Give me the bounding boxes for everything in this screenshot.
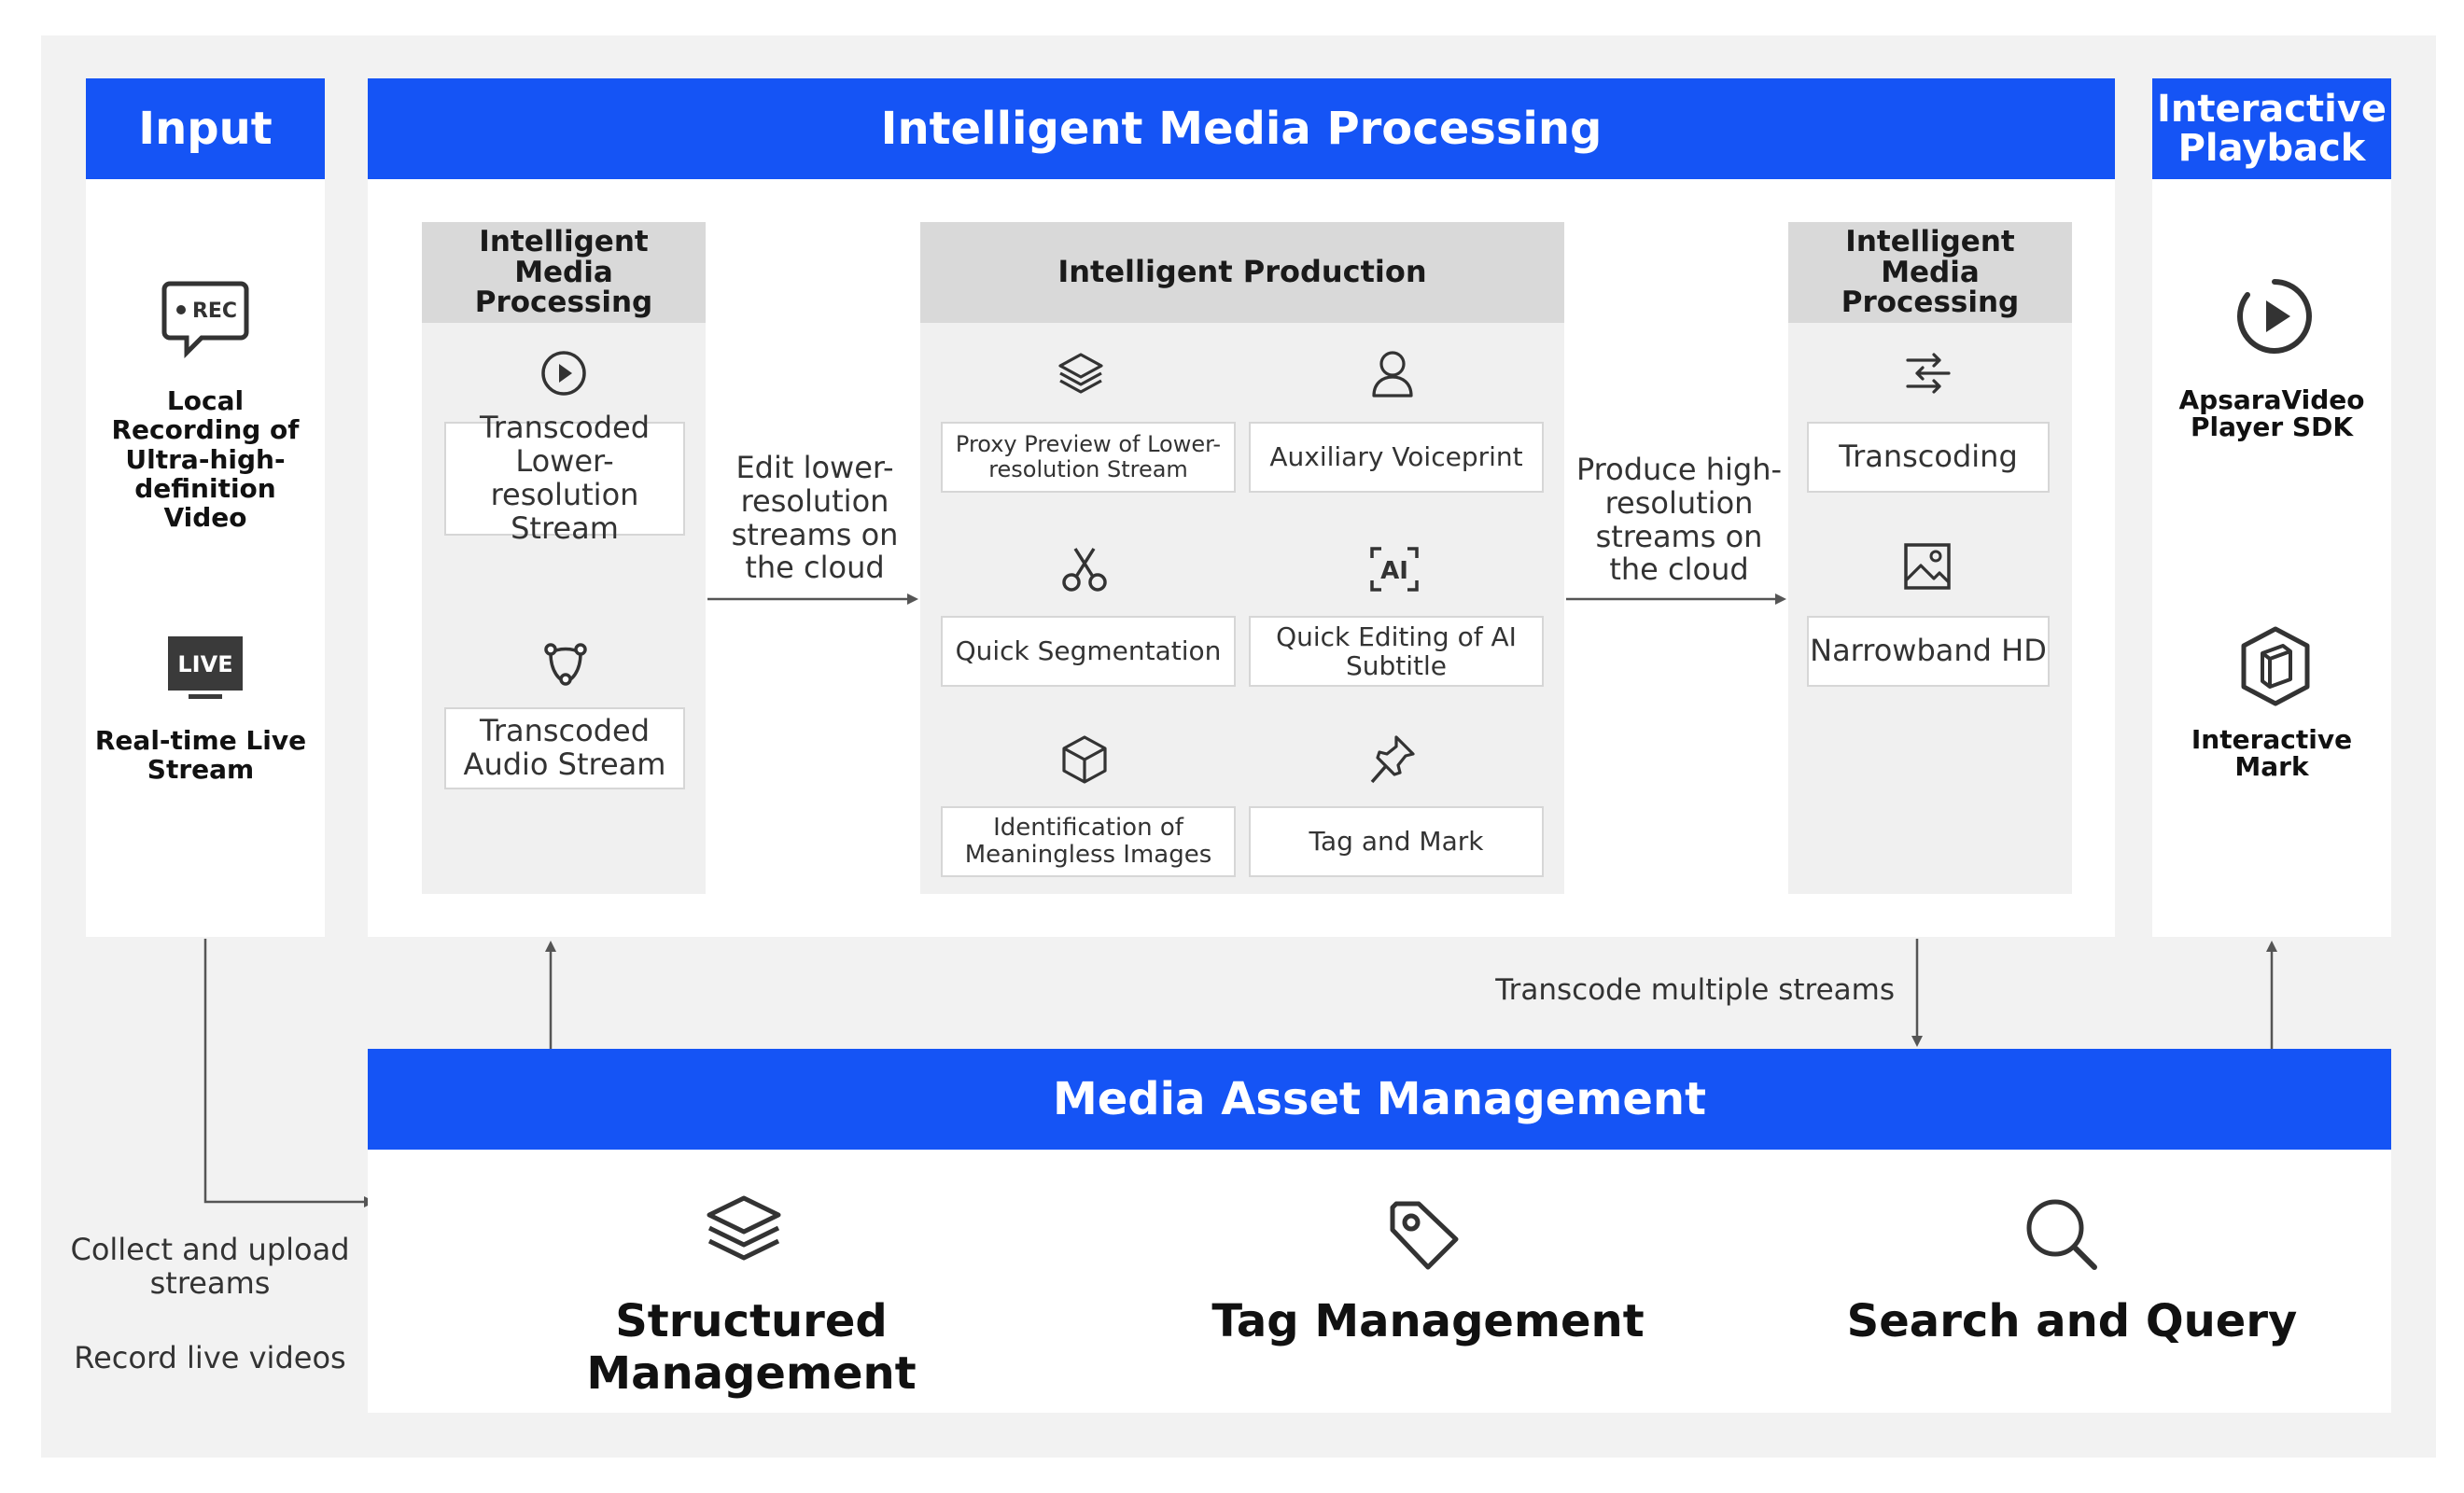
asset-item-search-and-query: Search and Query (1846, 1295, 2298, 1347)
input-panel (86, 179, 325, 937)
right-item-transcoding: Transcoding (1807, 422, 2050, 493)
processing-header: Intelligent Media Processing (368, 78, 2115, 179)
transcode-multiple-streams-label: Transcode multiple streams (1495, 973, 1895, 1007)
input-item-recording: Local Recording of Ultra-high-definition… (111, 385, 300, 534)
transcoding-icon (1902, 349, 1954, 398)
production-item-proxy-preview: Proxy Preview of Lower-resolution Stream (941, 422, 1236, 493)
left-item-transcoded-audio: Transcoded Audio Stream (444, 707, 685, 789)
production-item-ai-subtitle: Quick Editing of AI Subtitle (1249, 616, 1544, 687)
playback-item-player-sdk: ApsaraVideo Player SDK (2178, 384, 2365, 443)
audio-icon (541, 638, 590, 687)
processing-left-column (422, 222, 706, 894)
rec-icon: REC (159, 276, 252, 360)
user-icon (1368, 347, 1417, 399)
processing-right-column-title: Intelligent Media Processing (1788, 222, 2072, 323)
record-live-label: Record live videos (74, 1340, 346, 1375)
edit-arrow (707, 593, 918, 605)
upload-to-processing-arrow (545, 941, 556, 1049)
player-icon (2234, 276, 2315, 356)
asset-management-panel (368, 1150, 2391, 1413)
collect-upload-label: Collect and upload streams (70, 1232, 350, 1301)
asset-item-tag-management: Tag Management (1211, 1295, 1645, 1347)
produce-arrow (1566, 593, 1786, 605)
search-icon (2022, 1194, 2102, 1275)
left-item-transcoded-lower-resolution: Transcoded Lower-resolution Stream (444, 411, 685, 545)
structured-layers-icon (704, 1193, 784, 1267)
production-title: Intelligent Production (920, 222, 1564, 323)
ai-icon: AI (1368, 545, 1421, 593)
live-badge-text: LIVE (177, 651, 232, 677)
image-icon (1902, 541, 1953, 592)
transcode-arrow (1911, 939, 1923, 1047)
input-item-live-stream: Real-time Live Stream (94, 725, 307, 786)
production-item-auxiliary-voiceprint: Auxiliary Voiceprint (1249, 422, 1544, 493)
asset-to-playback-arrow (2266, 941, 2277, 1049)
tag-icon (1385, 1196, 1463, 1275)
produce-high-resolution-label: Produce high-resolution streams on the c… (1575, 452, 1783, 588)
scissors-icon (1060, 545, 1109, 593)
edit-lower-resolution-label: Edit lower-resolution streams on the clo… (731, 450, 899, 586)
mark-icon (2238, 625, 2313, 707)
ai-glyph-text: AI (1380, 557, 1408, 585)
production-column (920, 222, 1564, 894)
processing-left-column-title: Intelligent Media Processing (422, 222, 706, 323)
production-item-tag-and-mark: Tag and Mark (1249, 806, 1544, 877)
pin-icon (1368, 733, 1417, 786)
asset-item-structured-management: Structured Management (586, 1295, 917, 1400)
live-icon: LIVE (164, 633, 246, 704)
layers-icon (1057, 349, 1105, 398)
playback-item-interactive-mark: Interactive Mark (2191, 724, 2353, 783)
cube-icon (1060, 733, 1109, 786)
play-icon (539, 349, 588, 398)
rec-badge-text: REC (192, 300, 237, 323)
production-item-quick-segmentation: Quick Segmentation (941, 616, 1236, 687)
asset-management-header: Media Asset Management (368, 1049, 2391, 1150)
production-item-meaningless-images: Identification of Meaningless Images (941, 806, 1236, 877)
input-header: Input (86, 78, 325, 179)
collect-connector (203, 939, 375, 1207)
playback-header: Interactive Playback (2152, 78, 2391, 179)
right-item-narrowband-hd: Narrowband HD (1807, 616, 2050, 687)
